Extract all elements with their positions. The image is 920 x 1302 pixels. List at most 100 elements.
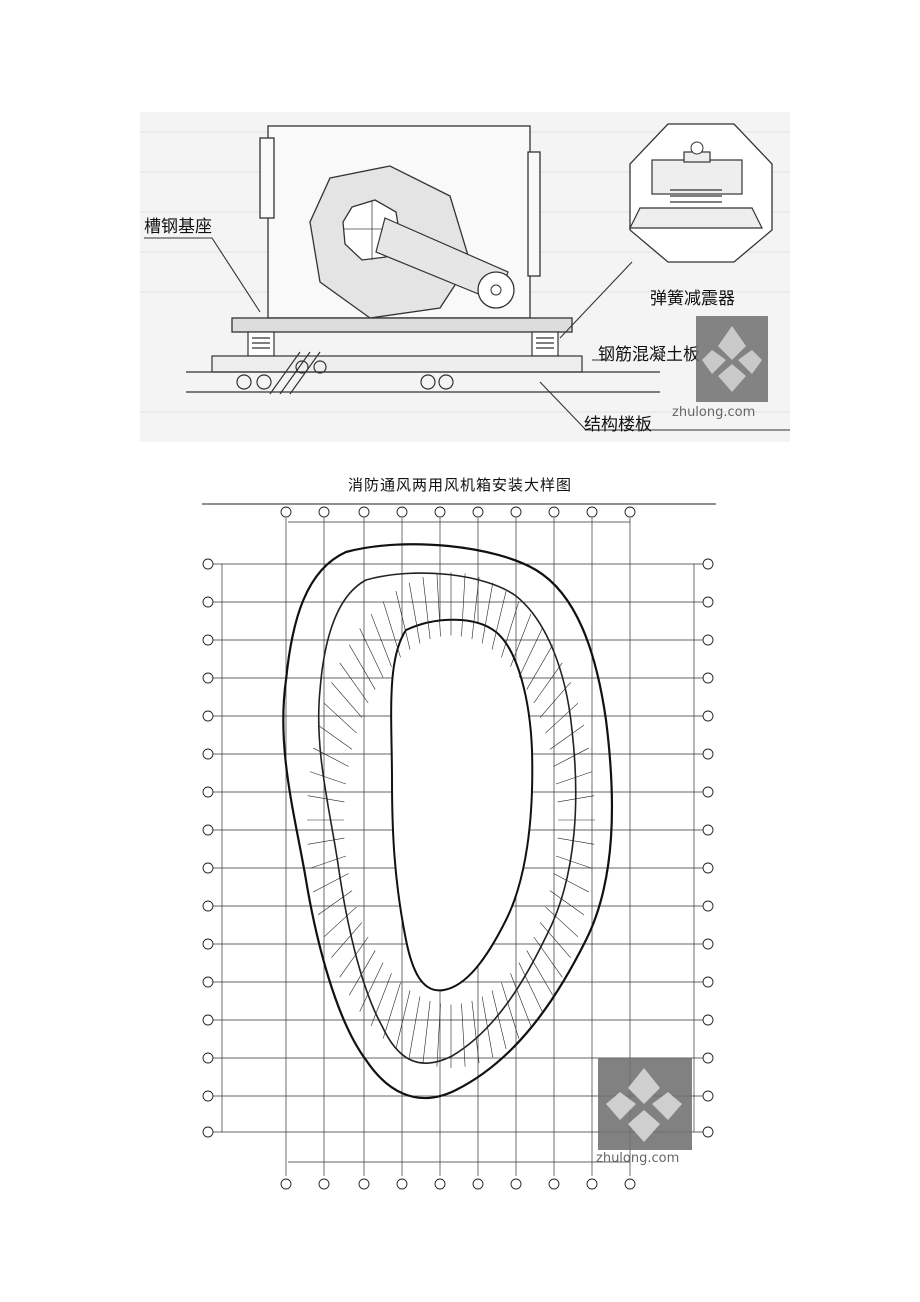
grid-bubble xyxy=(358,506,370,518)
zhulong-watermark-top: zhulong.com xyxy=(672,316,768,420)
grid-bubble xyxy=(510,1178,522,1190)
seating-tick xyxy=(557,795,595,803)
seating-tick xyxy=(471,1000,480,1064)
grid-bubble xyxy=(702,1090,714,1102)
seating-tick xyxy=(510,613,532,667)
seating-tick xyxy=(539,922,571,958)
seating-tick xyxy=(317,724,353,750)
svg-text:zhulong.com: zhulong.com xyxy=(596,1151,679,1166)
seating-tick xyxy=(359,962,384,1012)
grid-bubble xyxy=(702,748,714,760)
grid-bubble xyxy=(280,1178,292,1190)
grid-bubble xyxy=(202,900,214,912)
seating-tick xyxy=(323,906,357,938)
grid-bubble xyxy=(510,506,522,518)
seating-tick xyxy=(533,936,563,978)
grid-bubble xyxy=(548,506,560,518)
grid-bubble xyxy=(202,1090,214,1102)
grid-bubble xyxy=(702,1052,714,1064)
grid-bubble xyxy=(586,506,598,518)
grid-bubble xyxy=(702,862,714,874)
seating-tick xyxy=(348,644,376,690)
seating-tick xyxy=(501,601,520,658)
grid-bubble xyxy=(396,1178,408,1190)
seating-tick xyxy=(309,771,347,785)
seating-tick xyxy=(307,837,345,845)
fan-box-installation-detail: 槽钢基座 弹簧减震器 钢筋混凝土板 结构楼板 xyxy=(140,112,790,442)
grid-bubble xyxy=(280,506,292,518)
seating-tick xyxy=(481,582,494,644)
figure-caption: 消防通风两用风机箱安装大样图 xyxy=(347,476,572,494)
seating-tick xyxy=(533,662,563,704)
seating-tick xyxy=(481,996,494,1058)
grid-bubble xyxy=(702,1014,714,1026)
grid-bubble xyxy=(202,596,214,608)
seating-tick xyxy=(313,747,349,767)
seating-tick xyxy=(408,582,421,644)
spring-damper-right xyxy=(531,331,559,357)
grid-bubble xyxy=(548,1178,560,1190)
svg-text:zhulong.com: zhulong.com xyxy=(672,405,755,420)
seating-tick xyxy=(395,990,411,1050)
grid-bubble xyxy=(202,1014,214,1026)
seating-tick xyxy=(307,795,345,803)
label-channel-steel-base: 槽钢基座 xyxy=(144,217,212,237)
grid-bubble xyxy=(202,1052,214,1064)
seating-tick xyxy=(422,576,431,640)
seating-tick xyxy=(370,613,392,667)
seating-tick xyxy=(549,890,585,916)
grid-bubble xyxy=(702,558,714,570)
seating-tick xyxy=(348,950,376,996)
seating-tick xyxy=(539,682,571,718)
seating-tick xyxy=(557,837,595,845)
grid-bubble xyxy=(358,1178,370,1190)
seating-tick xyxy=(436,573,441,637)
seating-tick xyxy=(518,962,543,1012)
grid-bubble xyxy=(202,976,214,988)
grid-bubble xyxy=(472,506,484,518)
seating-tick xyxy=(323,702,357,734)
seating-tick xyxy=(313,873,349,893)
building-inner-ring xyxy=(390,618,534,992)
grid-bubble xyxy=(624,506,636,518)
channel-steel-base xyxy=(231,317,573,333)
seating-tick xyxy=(436,1003,441,1067)
grid-bubble xyxy=(702,900,714,912)
grid-bubble xyxy=(396,506,408,518)
seating-tick xyxy=(309,855,347,869)
seating-tick xyxy=(545,906,579,938)
grid-bubble xyxy=(202,558,214,570)
seating-tick xyxy=(461,1003,466,1067)
structural-floor-slab xyxy=(186,351,660,395)
seating-tick xyxy=(501,982,520,1039)
grid-bubble xyxy=(202,710,214,722)
grid-bubble xyxy=(624,1178,636,1190)
seating-tick xyxy=(408,996,421,1058)
grid-bubble xyxy=(202,862,214,874)
seating-tick xyxy=(549,724,585,750)
seating-tick xyxy=(545,702,579,734)
grid-bubble xyxy=(318,1178,330,1190)
seating-tick xyxy=(471,576,480,640)
seating-tick xyxy=(331,922,363,958)
label-concrete-slab: 钢筋混凝土板 xyxy=(598,345,700,365)
grid-bubble xyxy=(702,596,714,608)
spring-damper-left xyxy=(247,331,275,357)
seating-tick xyxy=(395,590,411,650)
grid-bubble xyxy=(202,1126,214,1138)
concrete-slab xyxy=(211,355,583,373)
grid-bubble xyxy=(702,824,714,836)
zhulong-watermark-bottom: zhulong.com xyxy=(596,1058,692,1166)
seating-tick xyxy=(359,628,384,678)
grid-bubble xyxy=(318,506,330,518)
grid-bubble xyxy=(434,506,446,518)
seating-tick xyxy=(526,644,554,690)
seating-tick xyxy=(555,771,593,785)
grid-bubble xyxy=(702,938,714,950)
grid-bubble xyxy=(472,1178,484,1190)
seating-tick xyxy=(461,573,466,637)
grid-bubble xyxy=(202,634,214,646)
seating-tick xyxy=(555,855,593,869)
seating-tick xyxy=(526,950,554,996)
grid-bubble xyxy=(586,1178,598,1190)
